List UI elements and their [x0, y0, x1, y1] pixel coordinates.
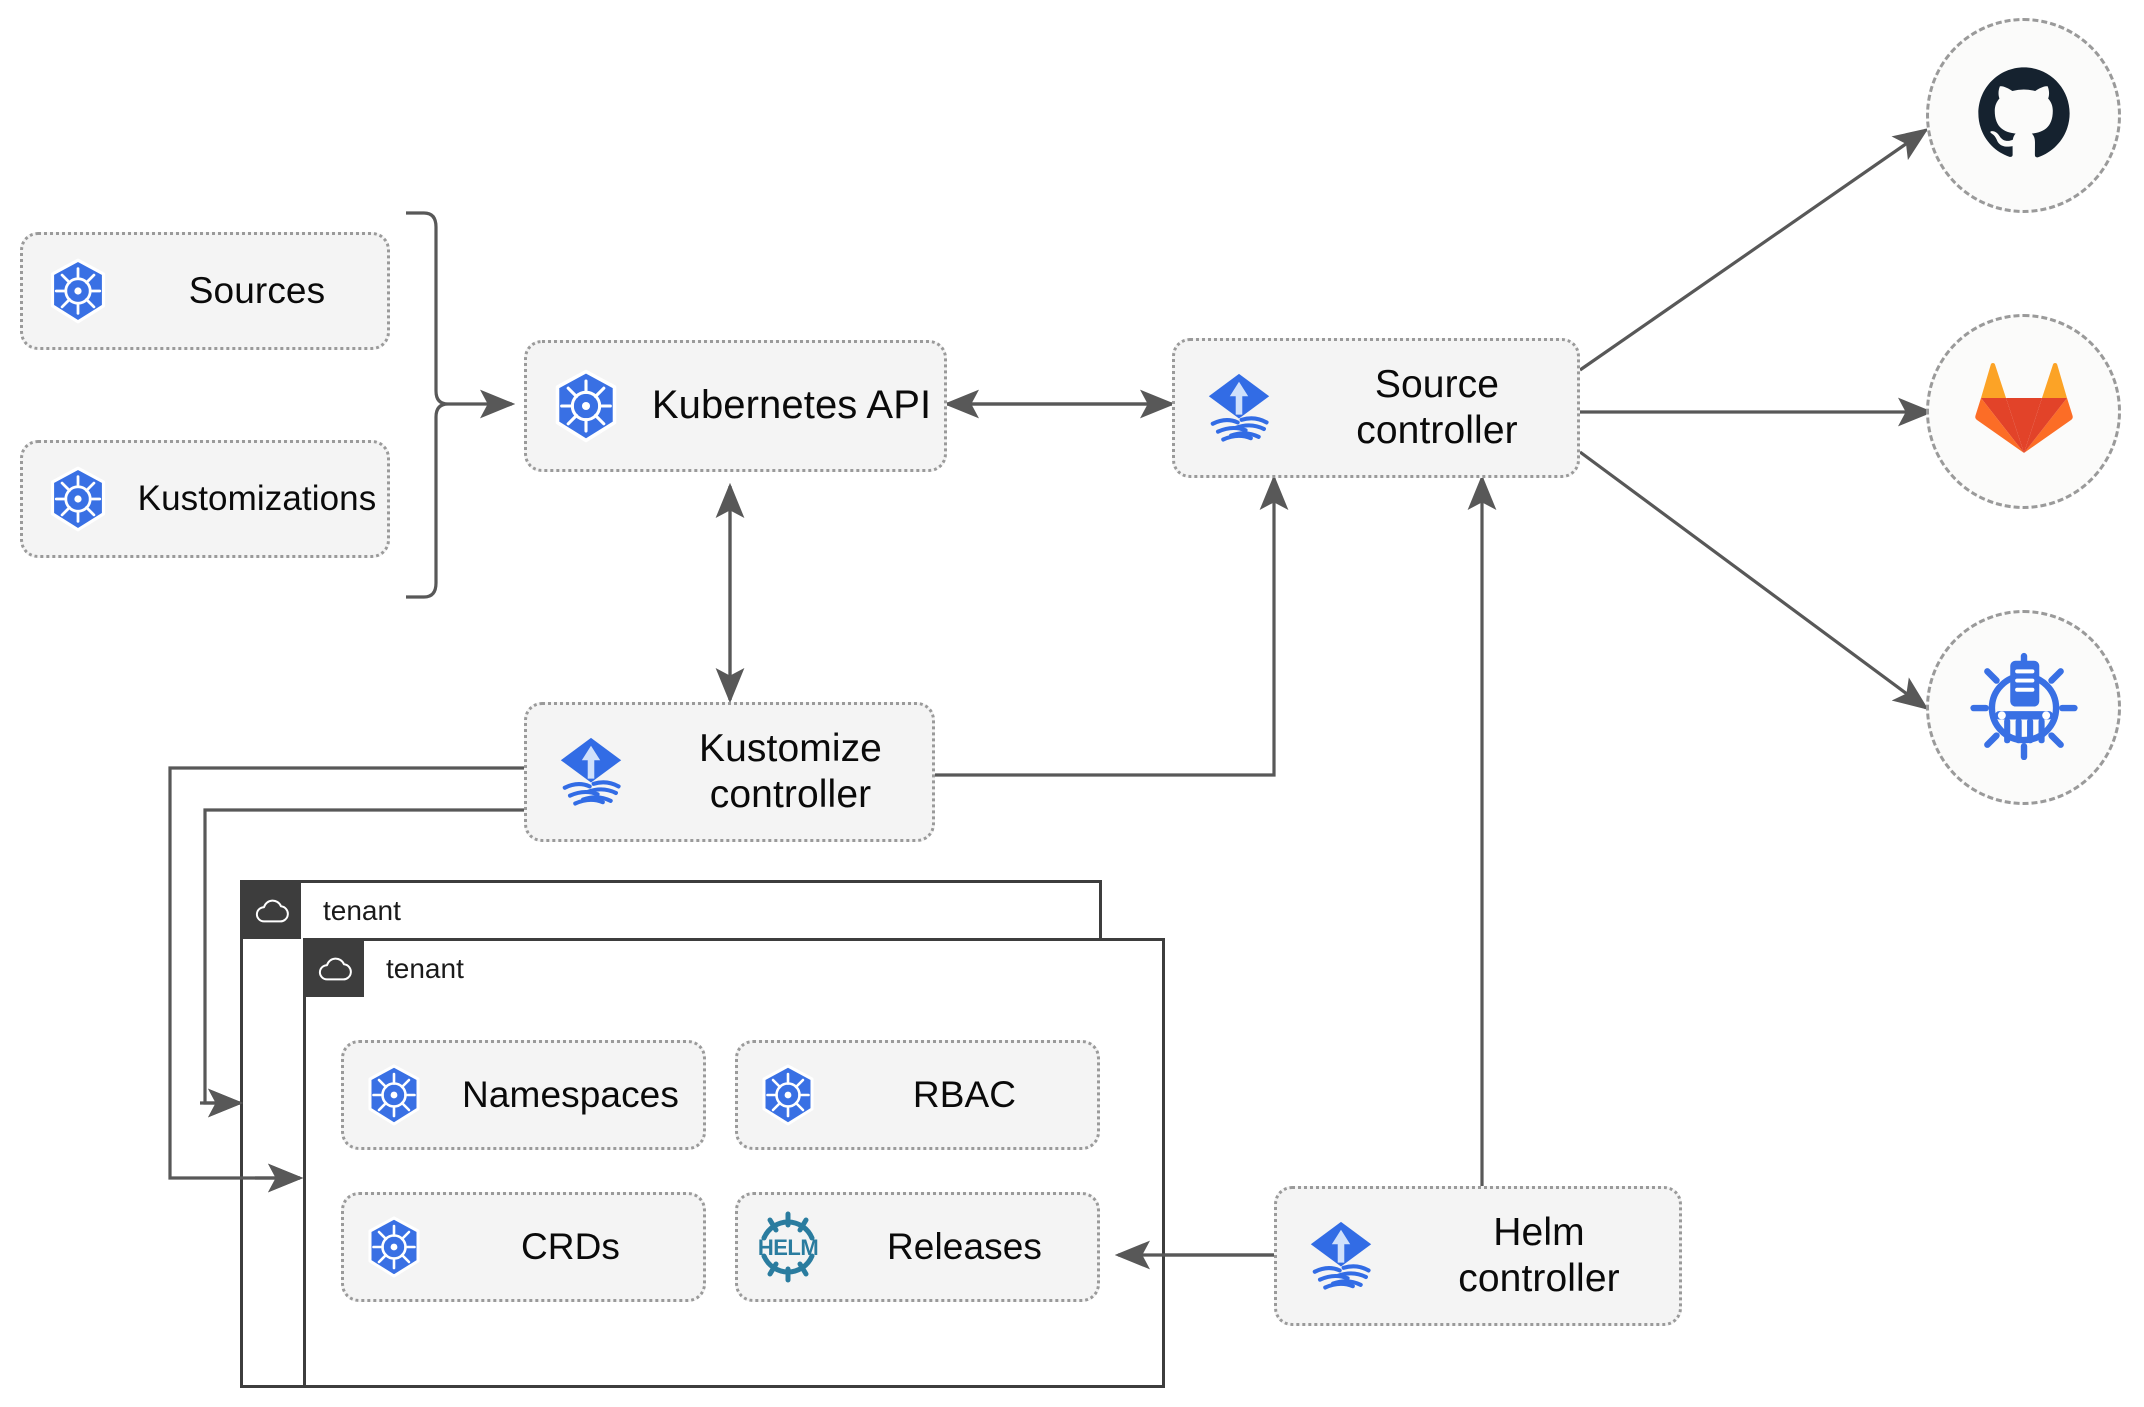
node-label: Source controller: [1356, 362, 1518, 452]
kubernetes-icon: [23, 257, 133, 325]
node-label: CRDs: [520, 1226, 621, 1268]
kubernetes-icon: [23, 465, 133, 533]
kubernetes-icon: [527, 368, 645, 444]
kubernetes-icon: [344, 1063, 444, 1127]
kubernetes-icon: [738, 1063, 838, 1127]
node-label: Releases: [886, 1226, 1043, 1268]
node-label: Namespaces: [462, 1074, 679, 1116]
node-label: Sources: [188, 270, 326, 312]
tenant-label: tenant: [386, 953, 464, 984]
svg-text:HELM: HELM: [758, 1235, 818, 1260]
node-source-controller[interactable]: Source controller: [1172, 338, 1580, 478]
node-kubernetes-api[interactable]: Kubernetes API: [524, 340, 947, 472]
node-label: Kustomizations: [137, 479, 377, 519]
node-kustomizations[interactable]: Kustomizations: [20, 440, 390, 558]
gitlab-icon: [1974, 361, 2074, 462]
provider-github[interactable]: [1926, 18, 2121, 213]
tenant-header: tenant: [306, 941, 464, 997]
node-rbac[interactable]: RBAC: [735, 1040, 1100, 1150]
cloud-icon: [243, 883, 301, 939]
node-crds[interactable]: CRDs: [341, 1192, 706, 1302]
node-kustomize-controller[interactable]: Kustomize controller: [524, 702, 935, 842]
node-label: Helm controller: [1458, 1210, 1620, 1300]
github-icon: [1972, 61, 2076, 170]
provider-helm-repository[interactable]: [1926, 610, 2121, 805]
helm-icon: HELM: [738, 1211, 838, 1283]
cloud-icon: [306, 941, 364, 997]
tenant-window-inner[interactable]: tenant: [303, 938, 1165, 1388]
node-namespaces[interactable]: Namespaces: [341, 1040, 706, 1150]
provider-gitlab[interactable]: [1926, 314, 2121, 509]
node-sources[interactable]: Sources: [20, 232, 390, 350]
node-label: Kustomize controller: [699, 726, 882, 816]
tenant-header: tenant: [243, 883, 401, 939]
kubernetes-icon: [344, 1215, 444, 1279]
flux-icon: [1175, 366, 1303, 450]
node-helm-controller[interactable]: Helm controller: [1274, 1186, 1682, 1326]
helm-repository-icon: [1969, 650, 2079, 765]
node-releases[interactable]: HELM Releases: [735, 1192, 1100, 1302]
node-label: Kubernetes API: [651, 383, 932, 428]
tenant-label: tenant: [323, 895, 401, 926]
node-label: RBAC: [912, 1074, 1017, 1116]
flux-icon: [1277, 1214, 1405, 1298]
flux-icon: [527, 730, 655, 814]
